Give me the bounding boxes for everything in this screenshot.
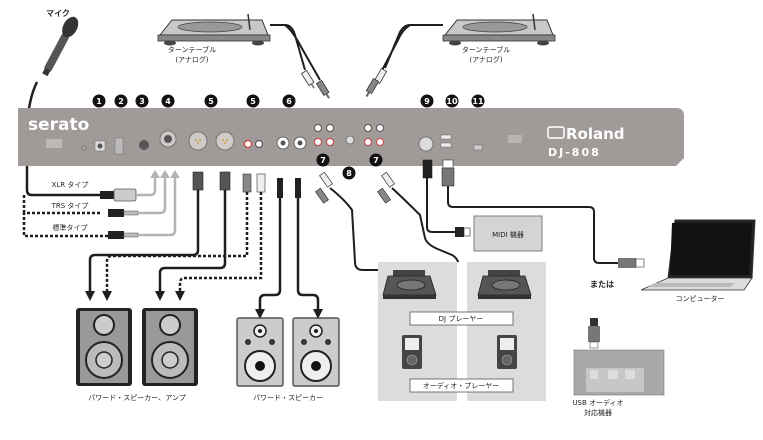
turntable-right-cable [377, 24, 443, 79]
speaker-amp-label: パワード・スピーカー、アンプ [88, 394, 185, 402]
svg-text:3: 3 [139, 97, 145, 106]
mic-cable [25, 81, 100, 197]
audio-player-label: オーディオ・プレーヤー [423, 381, 500, 390]
computer: コンピューター [640, 219, 756, 303]
badge-2: 2 [114, 94, 128, 108]
badge-5b: 5 [246, 94, 260, 108]
badge-8: 8 [342, 166, 356, 180]
dj-player-label: DJ プレーヤー [439, 315, 484, 323]
xlr-type-label: XLR タイプ [52, 180, 89, 189]
svg-text:8: 8 [346, 169, 352, 178]
svg-text:5: 5 [250, 97, 256, 106]
mic-label: マイク [46, 8, 70, 18]
badges: 1 2 3 4 5 5 6 7 7 8 9 10 11 [92, 94, 485, 180]
midi-device-label: MIDI 機器 [492, 230, 524, 239]
turntable-left: ターンテーブル (アナログ) [157, 13, 330, 99]
svg-text:4: 4 [165, 97, 171, 106]
output-cables [85, 171, 323, 319]
trs-type-label: TRS タイプ [51, 201, 89, 210]
turntable-left-label-1: ターンテーブル [168, 45, 216, 54]
svg-text:9: 9 [424, 97, 430, 106]
speaker-amp-left [76, 308, 132, 386]
device-rear-panel: serato [18, 108, 684, 166]
dj-player-left [382, 270, 437, 299]
turntable-left-label-2: (アナログ) [175, 55, 209, 64]
midi-device-box [473, 215, 543, 252]
turntable-right-label-1: ターンテーブル [462, 45, 510, 54]
turntable-left-cable [270, 24, 321, 81]
badge-3: 3 [135, 94, 149, 108]
turntable-right: ターンテーブル (アナログ) [365, 13, 556, 97]
player-group: DJ プレーヤー オーディオ・プレーヤー [378, 262, 546, 401]
powered-speaker-label: パワード・スピーカー [253, 394, 323, 402]
svg-text:5: 5 [208, 97, 214, 106]
svg-text:6: 6 [286, 97, 292, 106]
powered-speaker-right [292, 317, 340, 387]
mic-plug-types: XLR タイプ TRS タイプ 標準タイプ [22, 170, 180, 239]
badge-7a: 7 [316, 153, 330, 167]
usb-connection [441, 159, 645, 268]
turntable-right-label-2: (アナログ) [469, 55, 503, 64]
serato-logo: serato [28, 115, 89, 135]
badge-10: 10 [445, 94, 459, 108]
audio-player-right [497, 335, 517, 369]
dj-player-right [477, 270, 532, 299]
badge-11: 11 [471, 94, 485, 108]
usb-audio-device: USB オーディオ 対応機器 [572, 318, 665, 417]
roland-logo: Roland [566, 125, 625, 143]
midi-connection: MIDI 機器 [422, 159, 543, 252]
badge-1: 1 [92, 94, 106, 108]
standard-type-label: 標準タイプ [53, 223, 88, 232]
powered-speaker-left [236, 317, 284, 387]
badge-5a: 5 [204, 94, 218, 108]
usb-audio-label-1: USB オーディオ [572, 398, 623, 407]
speaker-amp-right [142, 308, 198, 386]
svg-text:7: 7 [373, 156, 379, 165]
computer-label: コンピューター [676, 294, 725, 303]
input-cables [315, 171, 473, 271]
audio-player-left [402, 335, 422, 369]
badge-4: 4 [161, 94, 175, 108]
or-label: または [590, 279, 614, 289]
svg-text:10: 10 [446, 97, 458, 106]
svg-text:7: 7 [320, 156, 326, 165]
badge-6: 6 [282, 94, 296, 108]
model-name: DJ-808 [548, 146, 601, 159]
badge-7b: 7 [369, 153, 383, 167]
svg-text:11: 11 [472, 97, 484, 106]
usb-audio-label-2: 対応機器 [584, 408, 612, 417]
svg-text:2: 2 [118, 97, 124, 106]
microphone: マイク [25, 8, 100, 197]
badge-9: 9 [420, 94, 434, 108]
svg-text:1: 1 [96, 97, 102, 106]
